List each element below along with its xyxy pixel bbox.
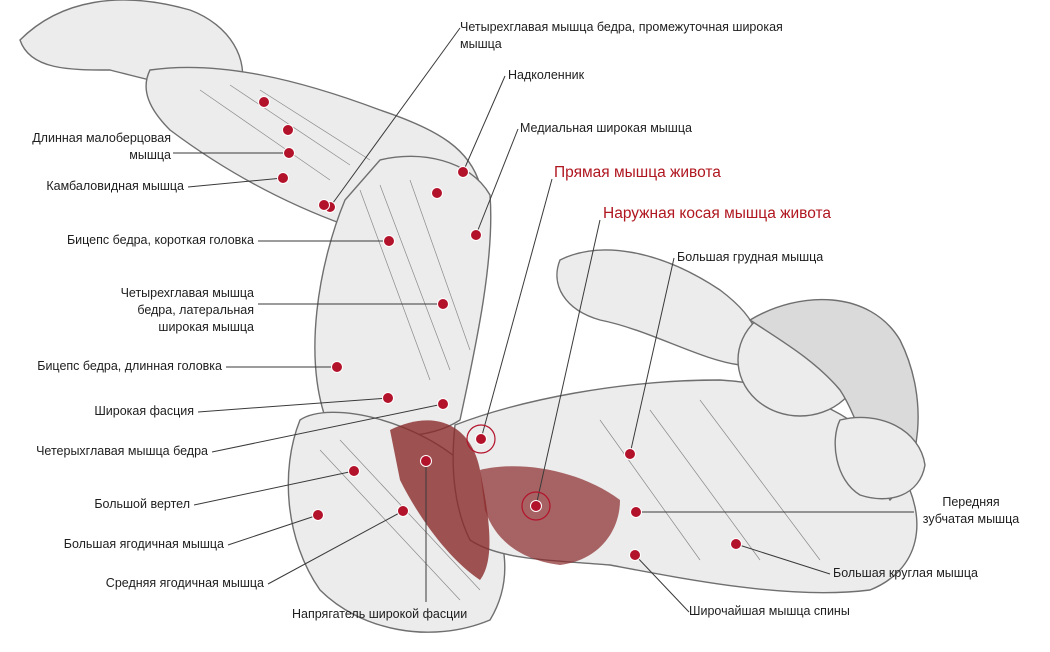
label-peroneus-longus: Длинная малоберцовая мышца bbox=[32, 131, 171, 162]
leader-quad-intermediate bbox=[329, 27, 461, 208]
label-vastus-medialis: Медиальная широкая мышца bbox=[520, 121, 692, 135]
dot-extra-3 bbox=[431, 187, 443, 199]
rectus-abdominis-shape bbox=[390, 420, 490, 580]
dot-peroneus-longus bbox=[283, 147, 295, 159]
dot-gluteus-medius bbox=[397, 505, 409, 517]
label-pectoralis-major: Большая грудная мышца bbox=[677, 250, 824, 264]
label-quadriceps: Четерыхглавая мышца бедра bbox=[36, 444, 208, 458]
label-gluteus-maximus: Большая ягодичная мышца bbox=[63, 537, 224, 551]
label-biceps-long: Бицепс бедра, длинная головка bbox=[37, 359, 222, 373]
dot-teres-major bbox=[730, 538, 742, 550]
dot-quad-lateral bbox=[437, 298, 449, 310]
dot-extra-1 bbox=[282, 124, 294, 136]
label-rectus-abdominis: Прямая мышца живота bbox=[554, 164, 721, 181]
arm-shape bbox=[556, 249, 759, 366]
dot-extra-0 bbox=[258, 96, 270, 108]
label-tensor-fasciae: Напрягатель широкой фасции bbox=[292, 607, 468, 621]
dot-quadriceps bbox=[437, 398, 449, 410]
leader-gluteus-medius bbox=[267, 510, 404, 585]
abdominal-highlight bbox=[390, 420, 620, 580]
leader-external-oblique bbox=[535, 219, 601, 507]
dot-external-oblique bbox=[530, 500, 542, 512]
leader-latissimus bbox=[634, 554, 690, 613]
dot-gluteus-maximus bbox=[312, 509, 324, 521]
label-latissimus: Широчайшая мышца спины bbox=[689, 604, 850, 618]
leader-vastus-medialis bbox=[475, 128, 519, 236]
label-patella: Надколенник bbox=[508, 68, 585, 82]
label-gluteus-medius: Средняя ягодичная мышца bbox=[105, 576, 264, 590]
external-oblique-shape bbox=[480, 466, 620, 565]
leader-fascia-lata bbox=[197, 397, 389, 413]
dot-rectus-abdominis bbox=[475, 433, 487, 445]
label-biceps-short: Бицепс бедра, короткая головка bbox=[66, 233, 254, 247]
dot-tensor-fasciae bbox=[420, 455, 432, 467]
thigh-shape bbox=[314, 155, 492, 438]
dot-latissimus bbox=[629, 549, 641, 561]
leader-teres-major bbox=[735, 543, 831, 575]
leader-rectus-abdominis bbox=[480, 178, 553, 440]
dot-serratus bbox=[630, 506, 642, 518]
label-quad-intermediate: Четырехглавая мышца бедра, промежуточная… bbox=[460, 20, 783, 51]
label-teres-major: Большая круглая мышца bbox=[833, 566, 978, 580]
leader-greater-trochanter bbox=[193, 470, 355, 506]
leader-quadriceps bbox=[211, 403, 444, 453]
dot-pectoralis-major bbox=[624, 448, 636, 460]
leader-lines bbox=[173, 27, 914, 613]
leader-gluteus-maximus bbox=[227, 514, 319, 546]
dot-patella bbox=[457, 166, 469, 178]
dot-vastus-medialis bbox=[470, 229, 482, 241]
dot-greater-trochanter bbox=[348, 465, 360, 477]
ring-external-oblique bbox=[521, 491, 551, 521]
dot-soleus bbox=[277, 172, 289, 184]
label-serratus: Передняя зубчатая мышца bbox=[922, 495, 1020, 526]
leader-soleus bbox=[187, 177, 284, 188]
marker-dots bbox=[258, 96, 742, 561]
dot-fascia-lata bbox=[382, 392, 394, 404]
dot-extra-2 bbox=[318, 199, 330, 211]
label-greater-trochanter: Большой вертел bbox=[94, 497, 190, 511]
ring-rectus-abdominis bbox=[466, 424, 496, 454]
label-external-oblique: Наружная косая мышца живота bbox=[603, 205, 832, 222]
leader-pectoralis-major bbox=[629, 257, 675, 455]
label-fascia-lata: Широкая фасция bbox=[94, 404, 194, 418]
label-soleus: Камбаловидная мышца bbox=[46, 179, 184, 193]
label-quad-lateral: Четырехглавая мышца бедра, латеральная ш… bbox=[120, 286, 254, 334]
dot-biceps-long bbox=[331, 361, 343, 373]
leader-patella bbox=[462, 75, 506, 173]
forearm-shape bbox=[834, 416, 926, 500]
dot-biceps-short bbox=[383, 235, 395, 247]
